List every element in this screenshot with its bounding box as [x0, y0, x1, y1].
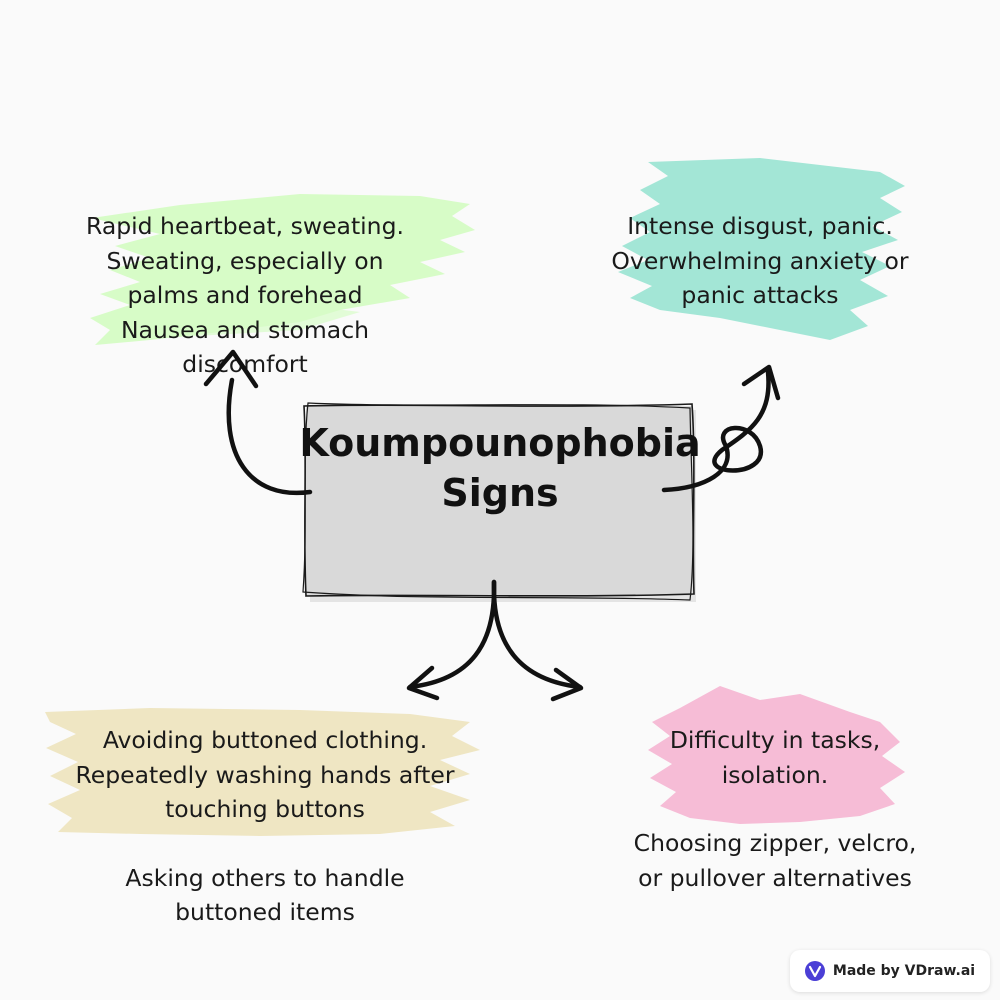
node-bottom-right-line: isolation.	[721, 760, 829, 789]
node-top-left-line: Rapid heartbeat, sweating.	[86, 212, 404, 240]
brush-top-right	[618, 158, 905, 340]
node-bottom-left-extra-line: Asking others to handle	[125, 863, 405, 892]
made-by-badge[interactable]: Made by VDraw.ai	[790, 950, 990, 992]
node-top-left-line: Sweating, especially on	[106, 246, 384, 275]
center-box	[302, 402, 696, 602]
node-bottom-left-line: Avoiding buttoned clothing.	[102, 726, 428, 754]
node-bottom-right: Difficulty in tasks, isolation. Choosing…	[610, 723, 940, 895]
center-title-line-2: Signs	[441, 471, 559, 515]
node-bottom-left-extra-line: buttoned items	[175, 898, 355, 926]
center-title-line-1: Koumpounophobia	[299, 421, 701, 465]
node-bottom-left-line: Repeatedly washing hands after	[75, 760, 455, 789]
brush-top-left	[90, 194, 475, 345]
brush-bottom-left	[45, 708, 480, 836]
center-title: Koumpounophobia Signs	[295, 418, 705, 518]
node-top-right-line: panic attacks	[681, 281, 839, 309]
made-by-text: Made by VDraw.ai	[832, 963, 976, 979]
node-top-right-line: Intense disgust, panic.	[627, 212, 893, 240]
node-top-right: Intense disgust, panic. Overwhelming anx…	[590, 209, 930, 313]
vdraw-logo-icon	[804, 961, 825, 981]
node-bottom-right-extra-line: or pullover alternatives	[638, 863, 912, 892]
brush-bottom-right	[648, 686, 905, 824]
node-bottom-left-line: touching buttons	[165, 795, 365, 823]
node-bottom-right-extra-line: Choosing zipper, velcro,	[633, 829, 917, 857]
node-bottom-right-line: Difficulty in tasks,	[669, 726, 881, 754]
node-top-left-line: Nausea and stomach	[120, 315, 370, 344]
node-top-right-line: Overwhelming anxiety or	[611, 246, 909, 275]
node-bottom-left: Avoiding buttoned clothing. Repeatedly w…	[50, 723, 480, 930]
node-top-left: Rapid heartbeat, sweating. Sweating, esp…	[60, 209, 430, 382]
node-top-left-line: palms and forehead	[127, 281, 363, 309]
node-top-left-line: discomfort	[182, 350, 308, 378]
